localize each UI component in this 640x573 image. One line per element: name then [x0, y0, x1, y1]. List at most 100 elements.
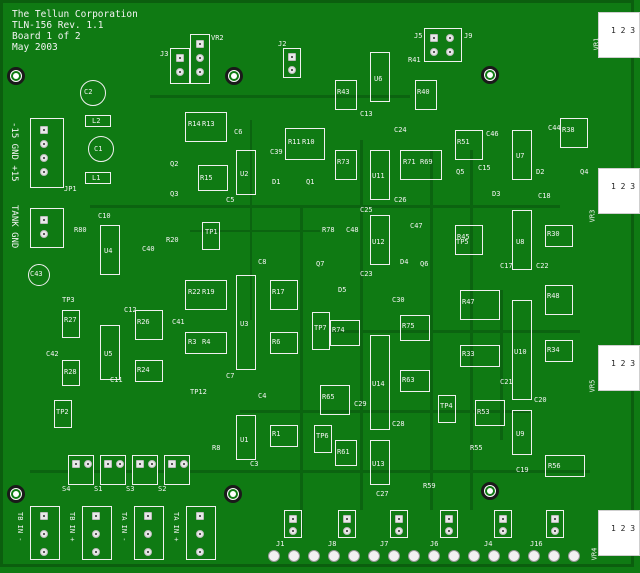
capacitor-label: C7 [226, 372, 235, 380]
resistor-label: R45 [457, 233, 470, 241]
ic-u11 [370, 150, 390, 200]
ic-u10-label: U10 [514, 348, 527, 356]
capacitor-label: C24 [394, 126, 407, 134]
vr3-label: VR3 [588, 209, 597, 223]
resistor-label: R48 [547, 292, 560, 300]
ic-u6 [370, 52, 390, 102]
ic-u10 [512, 300, 532, 400]
test-point-tp1 [202, 222, 220, 250]
pad [92, 512, 100, 520]
vr1-label: VR1 [592, 37, 601, 51]
edge-pad [368, 550, 380, 562]
vr4-label: VR4 [590, 547, 599, 561]
resistor-label: R59 [423, 482, 436, 490]
pad [196, 54, 204, 62]
jack-j8 [338, 510, 356, 538]
jack-j7 [390, 510, 408, 538]
resistor-group [560, 118, 588, 148]
resistor-group [135, 310, 163, 340]
resistor-label: R17 [272, 288, 285, 296]
ic-u2-label: U2 [240, 170, 249, 178]
capacitor-c1 [88, 136, 114, 162]
pad [446, 34, 454, 42]
pad [144, 530, 152, 538]
vr5-notch: 1 2 3 [598, 345, 640, 391]
resistor-label: R73 [337, 158, 350, 166]
pad [445, 527, 453, 535]
vr1-pins-label: 1 2 3 [611, 26, 636, 35]
resistor-group [400, 150, 442, 180]
power-label: -15 GND +15 [9, 122, 19, 182]
resistor-group [400, 315, 430, 341]
edge-pad [568, 550, 580, 562]
capacitor-label: C27 [376, 490, 389, 498]
pad [551, 515, 559, 523]
trace [500, 290, 503, 440]
transistor-label: Q4 [580, 168, 589, 176]
jack-j4 [494, 510, 512, 538]
pad [92, 530, 100, 538]
resistor-group [460, 290, 500, 320]
edge-pad [488, 550, 500, 562]
pad [168, 460, 176, 468]
trace [30, 470, 590, 473]
tank-connector [30, 208, 64, 248]
pad [288, 66, 296, 74]
edge-pad [448, 550, 460, 562]
resistor-label: R3 [188, 338, 197, 346]
vr5-pins-label: 1 2 3 [611, 359, 636, 368]
title-line-1: The Tellun Corporation [12, 9, 138, 20]
resistor-label: R27 [64, 316, 77, 324]
resistor-group [270, 332, 298, 354]
j2-connector [283, 48, 301, 78]
transistor-label: Q6 [420, 260, 429, 268]
resistor-label: R38 [562, 126, 575, 134]
jack-label: J7 [380, 540, 389, 548]
ic-u8-label: U8 [516, 238, 525, 246]
inductor-label: L1 [92, 174, 101, 182]
input-label: TB IN + [68, 512, 76, 542]
pad [136, 460, 144, 468]
pad [72, 460, 80, 468]
pad [196, 530, 204, 538]
resistor-group [335, 150, 357, 180]
ic-u13 [370, 440, 390, 485]
transistor-label: Q3 [170, 190, 179, 198]
resistor-label: R61 [337, 448, 350, 456]
title-line-3: Board 1 of 2 [12, 31, 81, 42]
resistor-label: R20 [166, 236, 179, 244]
title-line-4: May 2003 [12, 42, 58, 53]
edge-pad [548, 550, 560, 562]
mounting-hole [7, 485, 25, 503]
test-point-label: TP7 [314, 324, 327, 332]
resistor-group [62, 310, 80, 338]
resistor-label: R22 [188, 288, 201, 296]
resistor-label: R33 [462, 350, 475, 358]
resistor-group [285, 128, 325, 160]
trace [360, 140, 363, 510]
title-line-2: TLN-156 Rev. 1.1 [12, 20, 104, 31]
pad [445, 515, 453, 523]
capacitor-label: C44 [548, 124, 561, 132]
pad [551, 527, 559, 535]
inductor-l1 [85, 172, 111, 184]
ic-u9-label: U9 [516, 430, 525, 438]
pad [499, 527, 507, 535]
ic-u4 [100, 225, 120, 275]
resistor-group [270, 280, 298, 310]
capacitor-label: C46 [486, 130, 499, 138]
capacitor-label: C47 [410, 222, 423, 230]
edge-pad [348, 550, 360, 562]
pad [40, 216, 48, 224]
test-point-label: TP3 [62, 296, 75, 304]
capacitor-label: C2 [84, 88, 93, 96]
edge-pad [468, 550, 480, 562]
capacitor-label: C40 [142, 245, 155, 253]
pad [395, 527, 403, 535]
j9-connector [424, 28, 462, 62]
resistor-group [415, 80, 437, 110]
capacitor-label: C26 [394, 196, 407, 204]
resistor-label: R15 [200, 174, 213, 182]
resistor-label: R65 [322, 393, 335, 401]
